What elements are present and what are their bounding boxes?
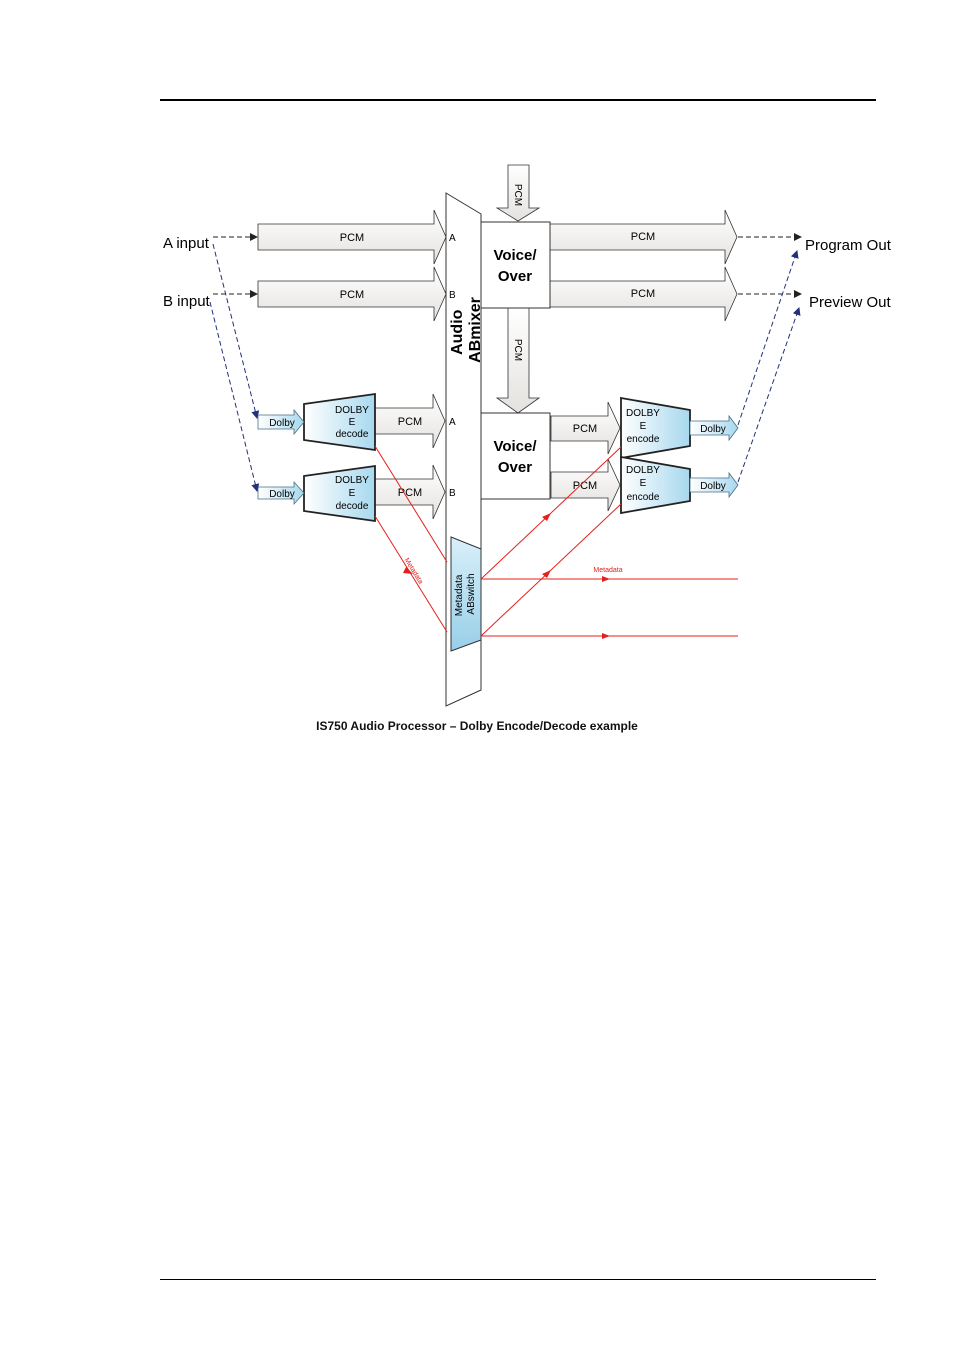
svg-text:Dolby: Dolby [269,418,295,429]
svg-text:Over: Over [498,268,532,285]
pcm-arrow-vertical-mid: PCM [495,307,541,414]
pcm-arrow-decoded-b: PCM [374,464,446,520]
svg-text:Metadata ABswitch: Metadata ABswitch [454,572,477,616]
dolby-in-arrow-b: Dolby [257,480,305,506]
pcm-label: PCM [573,423,597,435]
dolby-e-encoder-1: DOLBY E encode [620,396,691,460]
svg-text:decode: decode [336,429,369,440]
mixer-port-a: A [449,233,456,244]
pcm-arrow-preview-out: PCM [549,266,738,322]
pcm-label: PCM [512,184,523,206]
mixer-label-line2: ABmixer [467,297,484,363]
input-dashed-connectors [209,233,260,492]
dolby-e-encoder-2: DOLBY E encode [620,455,691,515]
pcm-label: PCM [631,231,655,243]
pcm-arrow-decoded-a: PCM [374,393,446,449]
voice-over-lower: Voice/ Over [480,412,551,500]
dolby-in-arrow-a: Dolby [257,408,305,436]
voice-over-upper: Voice/ Over [480,221,551,309]
svg-text:Voice/: Voice/ [493,438,537,455]
metadata-label: Metadata [593,567,622,574]
svg-text:Dolby: Dolby [700,481,726,492]
mixer-port-b: B [449,290,456,301]
pcm-arrow-b-in: PCM [257,266,447,322]
dolby-out-arrow-1: Dolby [689,414,739,442]
a-input-label: A input [163,235,210,252]
pcm-arrow-program-out: PCM [549,209,738,265]
svg-text:DOLBY: DOLBY [626,465,660,476]
program-out-label: Program Out [805,237,892,254]
pcm-label: PCM [573,480,597,492]
svg-text:E: E [349,417,356,428]
pcm-arrow-encoder-1: PCM [550,401,621,455]
pcm-label: PCM [398,487,422,499]
svg-text:encode: encode [627,434,660,445]
output-dashed-connectors [737,233,802,483]
pcm-arrow-a-in: PCM [257,209,447,265]
svg-text:encode: encode [627,492,660,503]
svg-text:Voice/: Voice/ [493,247,537,264]
metadata-arrowheads [403,513,610,639]
pcm-arrow-encoder-2: PCM [550,458,621,512]
b-input-label: B input [163,293,211,310]
mixer-port-a: A [449,417,456,428]
svg-text:Audio ABmixer: Audio ABmixer [449,297,484,363]
header-rule [160,99,876,101]
mixer-label-line1: Audio [449,309,466,355]
footer-rule [160,1279,876,1280]
svg-text:DOLBY: DOLBY [335,405,369,416]
preview-out-label: Preview Out [809,294,892,311]
pcm-label: PCM [512,339,523,361]
dolby-e-decoder-b: DOLBY E decode [303,464,376,523]
svg-text:Over: Over [498,459,532,476]
svg-text:decode: decode [336,501,369,512]
svg-text:DOLBY: DOLBY [335,475,369,486]
pcm-label: PCM [340,232,364,244]
svg-text:E: E [640,421,647,432]
pcm-label: PCM [398,416,422,428]
metadata-abswitch: Metadata ABswitch [450,536,482,652]
pcm-label: PCM [631,288,655,300]
dolby-e-decoder-a: DOLBY E decode [303,392,376,452]
svg-text:Dolby: Dolby [269,489,295,500]
mixer-port-b: B [449,488,456,499]
pcm-arrow-vertical-top: PCM [495,164,541,222]
dolby-diagram: PCM PCM PCM PCM PCM PCM PCM PCM PCM PCM [163,164,892,707]
svg-text:DOLBY: DOLBY [626,408,660,419]
figure-caption: IS750 Audio Processor – Dolby Encode/Dec… [316,719,638,733]
svg-text:Dolby: Dolby [700,424,726,435]
dolby-out-arrow-2: Dolby [689,471,739,499]
svg-text:E: E [640,478,647,489]
svg-text:E: E [349,488,356,499]
pcm-label: PCM [340,289,364,301]
